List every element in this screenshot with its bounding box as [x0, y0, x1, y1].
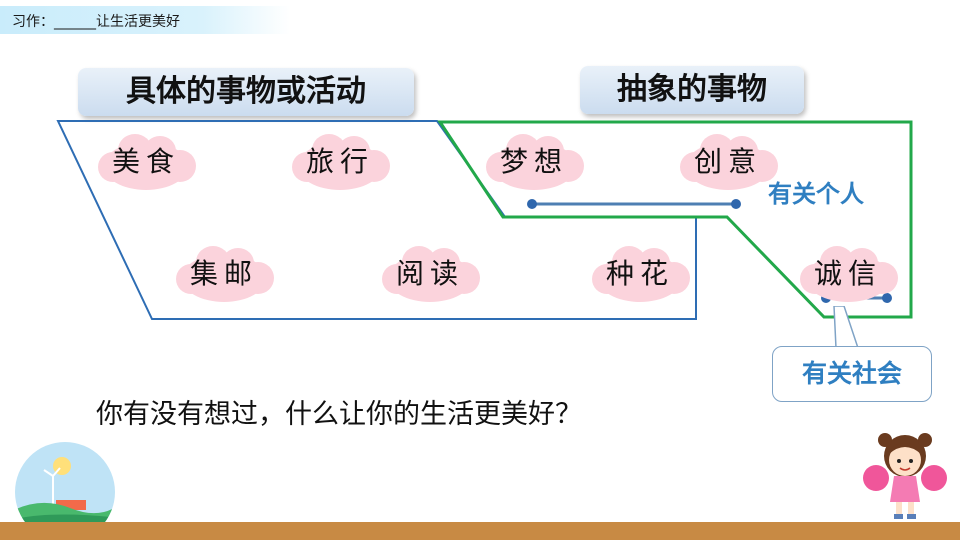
question-text: 你有没有想过，什么让你的生活更美好？: [96, 399, 582, 430]
abstract-item-cloud: 诚信: [800, 242, 898, 306]
concrete-item-label: 集邮: [189, 257, 258, 290]
abstract-item-cloud: 梦想: [486, 130, 584, 194]
social-annotation-box: 有关社会: [772, 346, 932, 402]
social-bracket-right-dot: [882, 293, 892, 303]
personal-bracket-right-dot: [731, 199, 741, 209]
social-annotation: 有关社会: [801, 359, 902, 388]
social-callout-pointer: [833, 306, 859, 348]
abstract-outline: [437, 120, 913, 319]
abstract-heading: 抽象的事物: [580, 66, 804, 114]
abstract-item-cloud: 创意: [680, 130, 778, 194]
concrete-heading: 具体的事物或活动: [78, 68, 414, 116]
concrete-item-cloud: 旅行: [292, 130, 390, 194]
girl-illustration: [863, 433, 947, 519]
concrete-item-label: 种花: [605, 257, 674, 290]
concrete-item-label: 美食: [111, 145, 180, 178]
concrete-item-label: 旅行: [305, 145, 374, 178]
concrete-item-label: 阅读: [395, 257, 464, 290]
concrete-item-cloud: 种花: [592, 242, 690, 306]
concrete-item-cloud: 美食: [98, 130, 196, 194]
personal-annotation: 有关个人: [768, 180, 864, 208]
floor-strip: [0, 522, 960, 540]
concrete-item-cloud: 集邮: [176, 242, 274, 306]
page-title: 习作：______让生活更美好: [12, 14, 180, 30]
title-bar: 习作：______让生活更美好: [0, 6, 290, 34]
abstract-item-label: 梦想: [499, 145, 568, 178]
abstract-item-label: 创意: [693, 145, 762, 178]
concrete-item-cloud: 阅读: [382, 242, 480, 306]
personal-bracket-left-dot: [527, 199, 537, 209]
abstract-item-label: 诚信: [813, 257, 882, 290]
landscape-illustration: [15, 442, 115, 526]
